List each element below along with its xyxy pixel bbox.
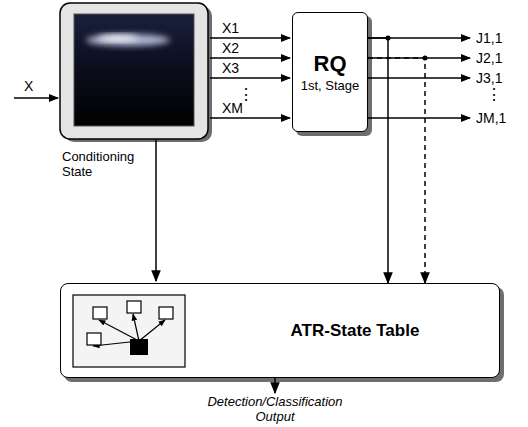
signal-label: X3 (222, 60, 239, 76)
icon-arrow (133, 314, 139, 341)
output-arrow (368, 77, 470, 78)
process-box: RQ1st, Stage (292, 12, 368, 132)
signal-label: X1 (222, 20, 239, 36)
icon-arrow (139, 320, 165, 341)
state-square (93, 307, 107, 319)
box-label: 1st, Stage (301, 78, 360, 94)
image-box-shadow (64, 6, 212, 142)
signal-arrow (210, 37, 290, 38)
connector (368, 38, 388, 283)
signal-label: XM (222, 100, 243, 116)
signal-label: X (24, 78, 33, 94)
state-icon (69, 291, 199, 371)
state-square (159, 307, 173, 319)
image-streak (86, 34, 170, 46)
box-label: ATR-State Table (291, 320, 420, 341)
signal-label: JM,1 (476, 110, 506, 126)
signal-label: Conditioning State (62, 150, 152, 180)
signal-label: J3,1 (476, 70, 502, 86)
signal-label: ⋮ (486, 86, 502, 104)
output-arrow (368, 117, 470, 118)
image-streak (98, 35, 138, 41)
signal-label: J2,1 (476, 50, 502, 66)
current-state-square (130, 339, 148, 355)
signal-label: Detection/Classification Output (190, 395, 360, 425)
input-arrow (14, 97, 58, 98)
icon-arrow (99, 320, 139, 341)
box-label: RQ (314, 50, 347, 78)
icon-frame (73, 295, 185, 367)
connector (368, 58, 425, 283)
output-arrow (274, 378, 276, 393)
image-box (60, 3, 208, 139)
signal-label: J1,1 (476, 30, 502, 46)
state-square (87, 333, 101, 345)
process-box: ATR-State Table (60, 283, 500, 378)
conditioning-arrow (155, 140, 157, 281)
sensor-image (74, 14, 194, 126)
signal-arrow (210, 77, 290, 78)
signal-label: X2 (222, 40, 239, 56)
signal-arrow (210, 57, 290, 58)
state-square (127, 301, 141, 313)
signal-arrow (210, 117, 290, 118)
output-arrow (368, 57, 470, 58)
